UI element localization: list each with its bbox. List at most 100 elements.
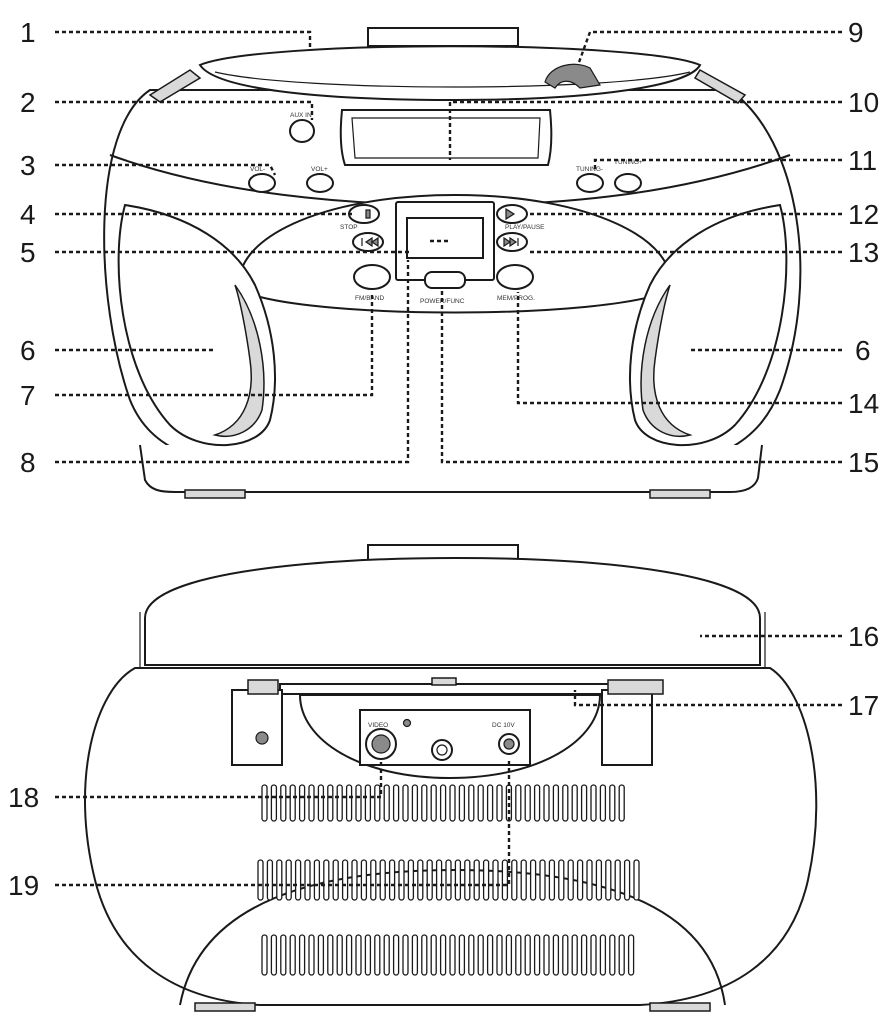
vent-slot <box>317 934 325 976</box>
stop-button[interactable] <box>348 204 380 224</box>
fm-band-button[interactable] <box>353 264 391 290</box>
hinge-right <box>601 689 653 766</box>
vent-slot <box>327 784 334 822</box>
vent-slot <box>402 934 409 976</box>
vol-down-button[interactable] <box>248 173 276 193</box>
vent-slot <box>430 934 437 976</box>
vent-slot <box>567 859 574 901</box>
dc-jack-core <box>503 738 515 750</box>
handle-right <box>693 68 747 104</box>
lcd-screen <box>406 217 484 259</box>
tuning-down-button[interactable] <box>576 173 604 193</box>
vent-slot <box>439 784 447 822</box>
leader-8 <box>55 260 410 464</box>
vent-slot <box>398 859 405 901</box>
vent-slot <box>552 784 560 822</box>
vent-slot <box>623 859 631 901</box>
handle-left <box>148 69 202 103</box>
leader-9 <box>576 30 842 66</box>
vent-slot <box>379 859 386 901</box>
callout-9: 9 <box>848 17 864 48</box>
callout-2: 2 <box>20 87 36 118</box>
vent-slot <box>605 859 612 901</box>
vent-slot <box>289 934 296 976</box>
leader-14 <box>516 292 842 405</box>
vent-slot <box>388 859 396 901</box>
callout-19: 19 <box>8 870 39 901</box>
front-foot-left <box>184 489 246 499</box>
vent-slot <box>298 784 306 822</box>
vent-slot <box>599 784 607 822</box>
vent-slot <box>421 784 428 822</box>
vent-slot <box>392 784 400 822</box>
vent-slot <box>449 934 456 976</box>
vent-slot <box>270 784 278 822</box>
vent-slot <box>364 784 372 822</box>
vent-slot <box>609 934 616 976</box>
vent-slot <box>492 859 499 901</box>
vent-slot <box>458 934 466 976</box>
back-foot-right <box>649 1002 711 1012</box>
audio-jack-core <box>436 744 448 756</box>
vent-slot <box>468 934 475 976</box>
handle-recess-inner <box>351 117 541 159</box>
cd-lid-handle <box>367 27 519 47</box>
vent-slot <box>285 859 292 901</box>
vent-slot <box>590 934 597 976</box>
vol-up-label: VOL+ <box>311 166 328 173</box>
vent-slot <box>364 934 372 976</box>
vent-slot <box>562 934 569 976</box>
back-lid <box>144 556 761 666</box>
vent-slot <box>599 934 607 976</box>
play-pause-icon <box>505 207 516 221</box>
callout-6-left: 6 <box>20 335 36 366</box>
callout-16: 16 <box>848 621 879 652</box>
hinge-left-screw <box>255 731 269 745</box>
vent-slot <box>533 934 541 976</box>
vent-slot <box>633 859 640 901</box>
vent-slot <box>332 859 339 901</box>
cd-lid-inner <box>214 71 691 88</box>
callout-18: 18 <box>8 782 39 813</box>
vent-slot <box>524 934 531 976</box>
vent-slot <box>355 784 362 822</box>
vent-slot <box>571 934 578 976</box>
vent-slot <box>552 934 560 976</box>
callout-12: 12 <box>848 199 879 230</box>
vent-slot <box>341 859 349 901</box>
aux-in-jack <box>289 119 315 143</box>
vent-slot <box>407 859 415 901</box>
stop-label: STOP <box>340 224 358 231</box>
vent-slot <box>370 859 377 901</box>
vent-slot <box>294 859 302 901</box>
hinge-left-top <box>247 679 279 695</box>
vent-slot <box>383 934 390 976</box>
vent-slot <box>477 934 484 976</box>
vent-slot <box>618 784 625 822</box>
vol-up-button[interactable] <box>306 173 334 193</box>
leader-18 <box>55 762 383 799</box>
vent-slot <box>511 859 518 901</box>
vent-slot <box>520 859 527 901</box>
vent-slot <box>430 784 437 822</box>
power-func-button[interactable] <box>424 271 466 289</box>
speaker-right <box>629 203 788 446</box>
play-pause-label: PLAY/PAUSE <box>505 224 545 231</box>
leader-17 <box>573 690 842 707</box>
vent-slot <box>501 859 509 901</box>
vent-slot <box>417 859 424 901</box>
vent-slot <box>402 784 409 822</box>
vent-slot <box>543 934 550 976</box>
tuning-up-button[interactable] <box>614 173 642 193</box>
leader-10 <box>448 100 842 160</box>
vent-slot <box>571 784 578 822</box>
vent-slot <box>614 859 621 901</box>
vent-slot <box>586 859 593 901</box>
callout-13: 13 <box>848 237 879 268</box>
leader-2 <box>55 100 314 120</box>
vent-slot <box>298 934 306 976</box>
vent-slot <box>261 784 268 822</box>
mem-prog-button[interactable] <box>496 264 534 290</box>
vent-slot <box>618 934 625 976</box>
